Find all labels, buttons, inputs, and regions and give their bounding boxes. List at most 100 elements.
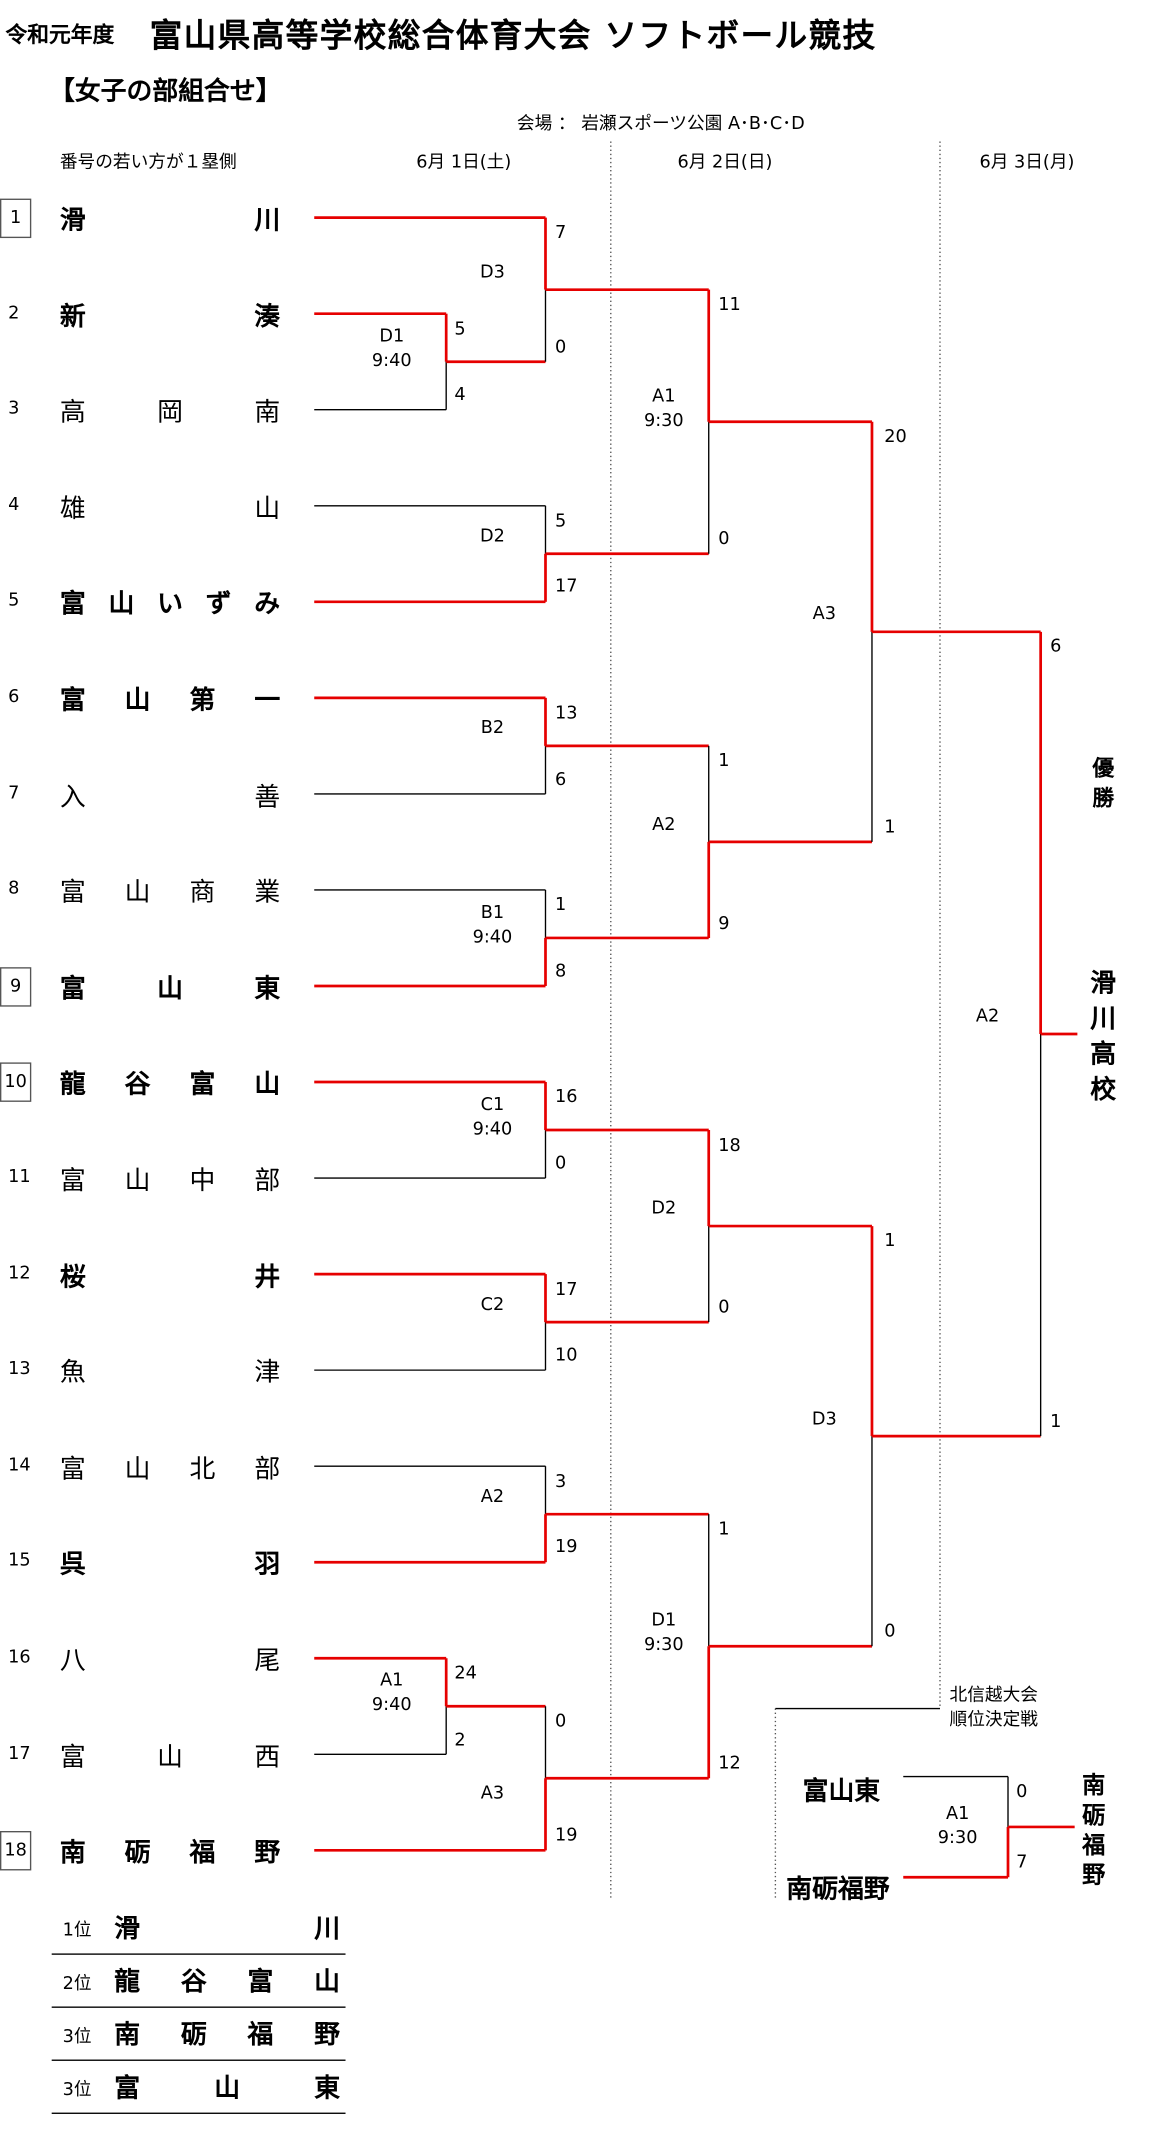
day-2-header: 6月 2日(日) [677,152,773,173]
champion-name: 滑川高校 [1090,968,1117,1105]
team-name: 富山西 [60,1737,280,1774]
r2-match-1-court: D3 [480,262,505,283]
day-3-header: 6月 3日(月) [979,152,1075,173]
sf-match-2-score-b: 0 [884,1621,896,1643]
r2-match-7-score-b: 19 [555,1537,578,1559]
team-name-char: 富 [59,1742,86,1772]
third-place-score-a: 0 [1016,1782,1028,1803]
team-name: 富山第一 [60,680,280,717]
team-name-char: 富 [59,589,86,620]
r2-match-4-score-a: 1 [555,895,567,916]
team-name: 富山東 [60,968,280,1005]
qf-match-4-score-a: 1 [718,1519,730,1541]
team-name-char: 南 [254,397,281,428]
seed-number: 10 [0,1062,32,1103]
ranking-position: 2位 [62,1973,92,1995]
team-name-char: 山 [124,1453,151,1484]
r2-match-4-court: B1 [480,902,505,923]
sf-match-1-court: A3 [812,604,837,626]
team-name-char: 南 [59,1838,86,1868]
ranking-position: 3位 [62,2079,92,2101]
seed-number: 8 [8,879,20,900]
r2-match-1-score-b: 0 [555,337,567,358]
ranking-row: 2位龍谷富山 [51,1955,346,2008]
team-name: 富山商業 [60,872,280,909]
team-name-char: 山 [124,1165,151,1196]
team-name-char: 山 [124,877,151,908]
team-name-char: 山 [157,973,183,1004]
sf-match-2-score-a: 1 [884,1231,896,1252]
third-place-winner: 南砺福野 [1082,1772,1106,1890]
team-name-char: 高 [59,397,86,428]
team-name-char: 砺 [124,1838,151,1868]
r2-match-6-score-b: 10 [555,1345,578,1367]
third-place-score-b: 7 [1016,1852,1028,1874]
seed-number: 1 [0,198,32,239]
day-1-header: 6月 1日(土) [416,152,512,173]
team-name-char: 八 [59,1645,86,1676]
r2-match-7-court: A2 [480,1486,505,1508]
ranking-team-char: 野 [314,2020,341,2051]
seed-number: 12 [8,1263,31,1284]
final-match-court: A2 [975,1006,1000,1028]
final-match-score-a: 6 [1050,637,1062,658]
ranking-team-char: 福 [247,2020,274,2051]
champion-label: 優勝 [1092,754,1115,811]
ranking-team: 龍谷富山 [114,1962,340,1999]
team-name-char: 西 [254,1742,281,1772]
ranking-position: 3位 [62,2026,92,2048]
team-name-char: 雄 [59,493,86,524]
team-name-char: 桜 [59,1261,86,1292]
r2-match-5-court: C1 [480,1094,505,1116]
team-name: 富山中部 [60,1160,280,1197]
team-name-char: み [254,589,281,620]
r2-match-8-score-a: 0 [555,1711,567,1733]
ranking-team-char: 南 [114,2020,141,2051]
team-name-char: 富 [59,1165,86,1196]
seed-number: 7 [8,782,20,804]
team-name-char: 福 [189,1838,216,1868]
team-name-char: 第 [189,685,216,716]
ranking-team-char: 川 [314,1913,341,1944]
r2-match-2-score-a: 5 [555,511,567,532]
team-name-char: 井 [254,1261,281,1292]
r2-match-8-score-b: 19 [555,1825,578,1847]
team-name-char: 部 [254,1453,281,1484]
qf-match-3-score-a: 18 [718,1135,741,1156]
team-name-char: 富 [59,1453,86,1484]
team-name-char: 中 [189,1165,216,1196]
team-name: 八尾 [60,1641,280,1678]
qf-match-4-score-b: 12 [718,1753,741,1775]
seed-number: 15 [8,1551,31,1572]
team-name: 富山いずみ [60,584,280,621]
r1-match-1-court: D1 [379,326,405,347]
qf-match-1-score-a: 11 [718,295,741,316]
ranking-row: 1位滑川 [51,1902,346,1955]
team-name-char: 川 [254,205,281,236]
team-name-char: い [157,589,183,620]
seating-note: 番号の若い方が１塁側 [59,152,237,173]
team-name: 魚津 [60,1352,280,1389]
r2-match-8-court: A3 [480,1783,505,1805]
team-name-char: 山 [124,685,151,716]
team-name-char: 富 [59,877,86,908]
ranking-position: 1位 [62,1920,92,1942]
seed-number: 6 [8,686,20,708]
team-name-char: 一 [254,685,281,716]
team-name-char: 湊 [254,301,281,332]
team-name-char: 津 [254,1357,281,1388]
team-name-char: 尾 [254,1645,281,1676]
r2-match-6-score-a: 17 [555,1279,578,1300]
team-name-char: 呉 [59,1549,86,1580]
team-name-char: ず [205,589,232,620]
r1-match-2-score-a: 24 [454,1663,477,1685]
team-name-char: 商 [189,877,216,908]
team-name-char: 業 [254,877,281,908]
third-place-match-time: 9:30 [937,1828,978,1849]
third-place-note: 北信越大会 順位決定戦 [950,1684,1038,1733]
seed-number: 3 [8,398,20,420]
qf-match-3-court: D2 [651,1198,677,1220]
seed-number: 11 [8,1167,31,1188]
